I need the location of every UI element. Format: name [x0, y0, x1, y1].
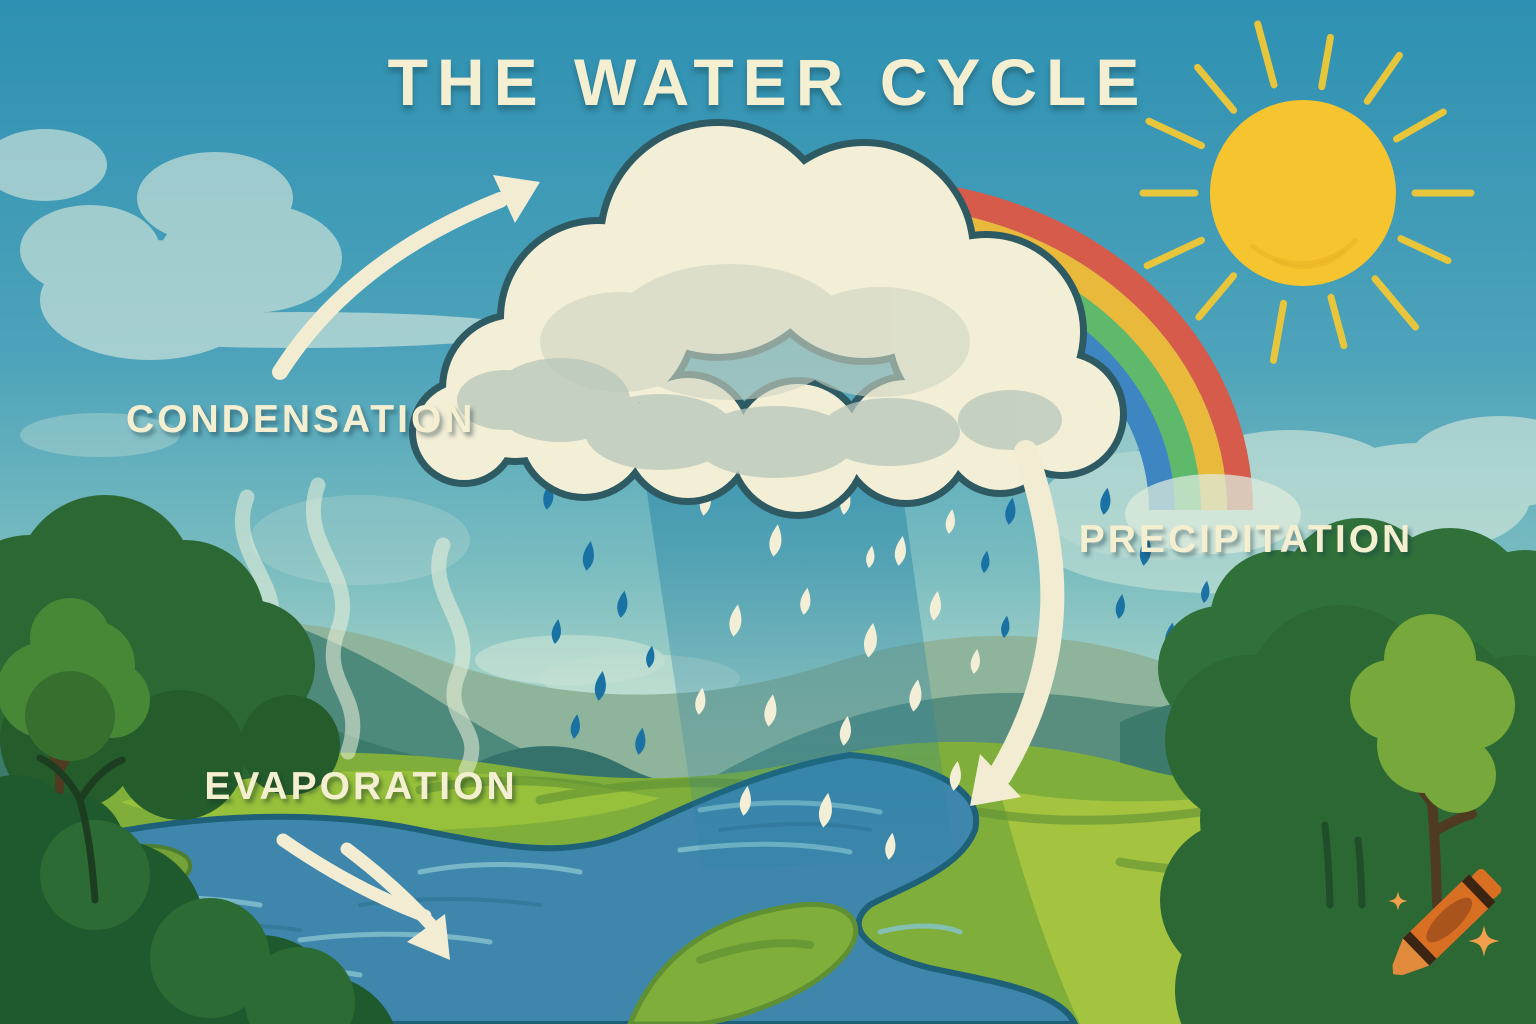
rainbow-fade-cloud — [1125, 474, 1301, 554]
rain-shaft — [640, 440, 955, 868]
sun-icon — [1139, 20, 1475, 364]
rain-cloud-icon — [409, 119, 1127, 519]
condensation-label: CONDENSATION — [126, 398, 476, 441]
trees-right — [1158, 518, 1536, 1024]
condensation-arrow-icon — [272, 175, 540, 380]
evaporation-arrow-icon — [276, 833, 450, 960]
bushes-foreground — [0, 754, 394, 1024]
soft-clouds-left — [0, 129, 635, 585]
diagram-title: THE WATER CYCLE — [387, 45, 1149, 119]
precipitation-label: PRECIPITATION — [1078, 518, 1414, 561]
crayon-watermark-icon — [1388, 868, 1502, 976]
tree-icon — [1350, 614, 1515, 910]
trees-left — [0, 495, 340, 885]
evaporation-label: EVAPORATION — [204, 765, 518, 808]
tree-icon — [0, 598, 150, 885]
precipitation-arrow-icon — [970, 440, 1065, 806]
